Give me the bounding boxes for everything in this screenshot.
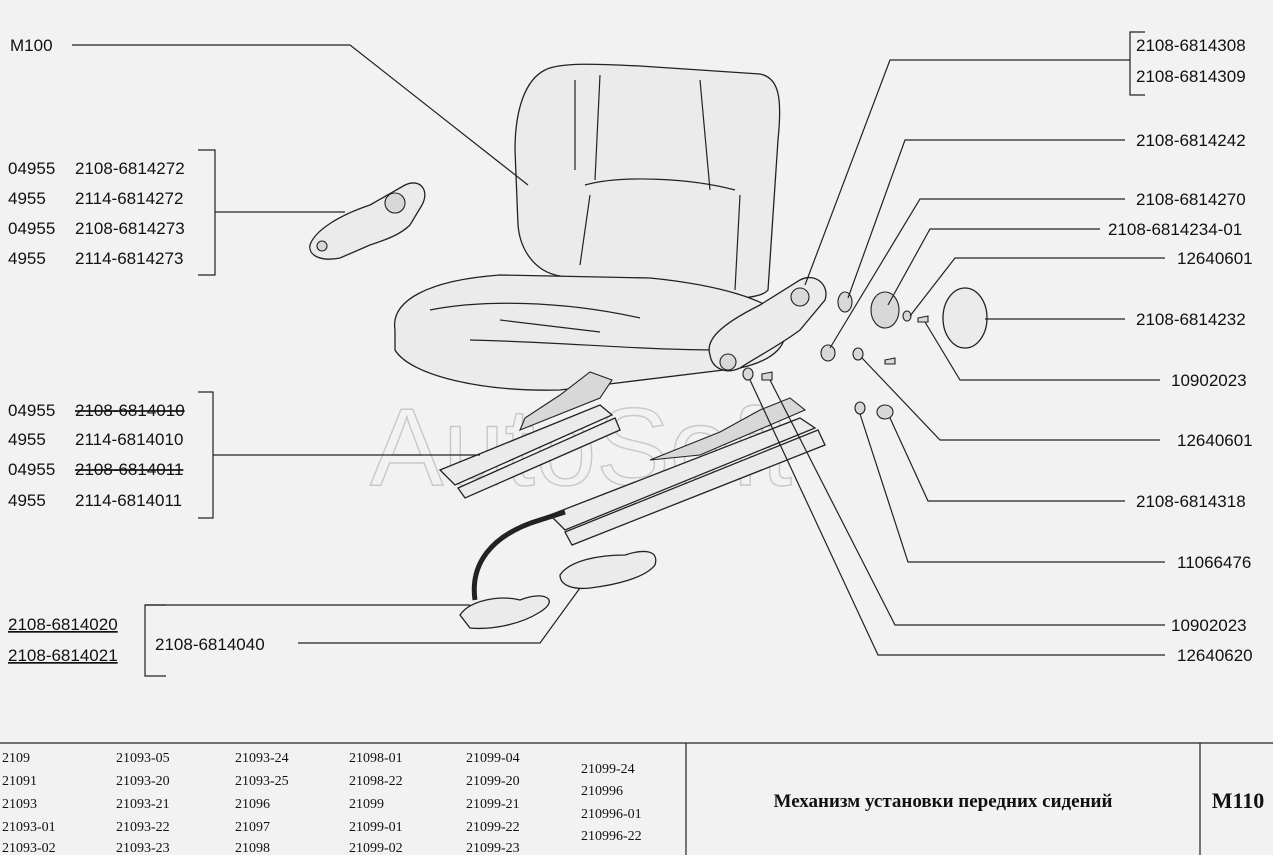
label-12640620: 12640620	[1177, 646, 1253, 665]
label-2108-6814040: 2108-6814040	[155, 635, 265, 654]
model-item: 21093-22	[116, 820, 170, 835]
label-2114-6814272: 2114-6814272	[75, 189, 183, 208]
label-2114-6814010: 2114-6814010	[75, 430, 183, 449]
label-2108-6814021: 2108-6814021	[8, 646, 118, 665]
label-11066476: 11066476	[1177, 553, 1251, 572]
label-2108-6814318: 2108-6814318	[1136, 492, 1246, 511]
model-item: 21099-21	[466, 797, 520, 812]
model-item: 210996	[581, 784, 623, 799]
model-item: 21099-24	[581, 762, 635, 777]
model-item: 21098-22	[349, 774, 403, 789]
model-item: 21098-01	[349, 751, 403, 766]
label-2108-6814309: 2108-6814309	[1136, 67, 1246, 86]
model-item: 21099-02	[349, 841, 403, 855]
label-4955-c: 4955	[8, 430, 46, 449]
model-item: 21093-01	[2, 820, 56, 835]
label-04955-b: 04955	[8, 219, 55, 238]
model-item: 21093-21	[116, 797, 170, 812]
part-labels: М100 04955 2108-6814272 4955 2114-681427…	[8, 36, 1253, 665]
label-2108-6814232: 2108-6814232	[1136, 310, 1246, 329]
model-item: 210996-22	[581, 829, 642, 844]
leader-lines	[72, 31, 1165, 677]
footer: 2109 21091 21093 21093-01 21093-02 21093…	[0, 742, 1273, 855]
model-item: 21093-05	[116, 751, 170, 766]
label-2108-6814242: 2108-6814242	[1136, 131, 1246, 150]
model-item: 21098	[235, 841, 270, 855]
page-title: Механизм установки передних сидений	[774, 791, 1113, 812]
model-item: 21099	[349, 797, 384, 812]
model-item: 21099-22	[466, 820, 520, 835]
cover-plate	[309, 182, 426, 260]
model-item: 21093-02	[2, 841, 56, 855]
label-04955-c: 04955	[8, 401, 55, 420]
model-item: 21099-04	[466, 751, 520, 766]
model-item: 21093-25	[235, 774, 289, 789]
model-item: 2109	[2, 751, 30, 766]
hardware-parts	[742, 287, 988, 420]
label-04955-d: 04955	[8, 460, 55, 479]
model-item: 21093-20	[116, 774, 170, 789]
label-10902023-b: 10902023	[1171, 616, 1247, 635]
model-item: 21096	[235, 797, 270, 812]
label-4955-b: 4955	[8, 249, 46, 268]
label-2108-6814234-01: 2108-6814234-01	[1108, 220, 1242, 239]
label-2114-6814011: 2114-6814011	[75, 491, 182, 510]
label-2108-6814010: 2108-6814010	[75, 401, 185, 420]
label-m100: М100	[10, 36, 53, 55]
model-item: 210996-01	[581, 807, 642, 822]
model-item: 21093-23	[116, 841, 170, 855]
label-2108-6814308: 2108-6814308	[1136, 36, 1246, 55]
label-4955-d: 4955	[8, 491, 46, 510]
label-10902023-a: 10902023	[1171, 371, 1247, 390]
label-2108-6814011: 2108-6814011	[75, 460, 183, 479]
model-item: 21097	[235, 820, 270, 835]
model-item: 21099-01	[349, 820, 403, 835]
model-item: 21091	[2, 774, 37, 789]
model-item: 21093	[2, 797, 37, 812]
model-item: 21093-24	[235, 751, 289, 766]
label-2108-6814272: 2108-6814272	[75, 159, 185, 178]
label-12640601-a: 12640601	[1177, 249, 1253, 268]
label-04955-a: 04955	[8, 159, 55, 178]
model-item: 21099-20	[466, 774, 520, 789]
seat-illustration	[393, 63, 827, 391]
label-2108-6814273: 2108-6814273	[75, 219, 185, 238]
label-2108-6814020: 2108-6814020	[8, 615, 118, 634]
page-code: M110	[1212, 788, 1265, 813]
label-2108-6814270: 2108-6814270	[1136, 190, 1246, 209]
label-2114-6814273: 2114-6814273	[75, 249, 183, 268]
label-12640601-b: 12640601	[1177, 431, 1253, 450]
model-item: 21099-23	[466, 841, 520, 855]
label-4955-a: 4955	[8, 189, 46, 208]
